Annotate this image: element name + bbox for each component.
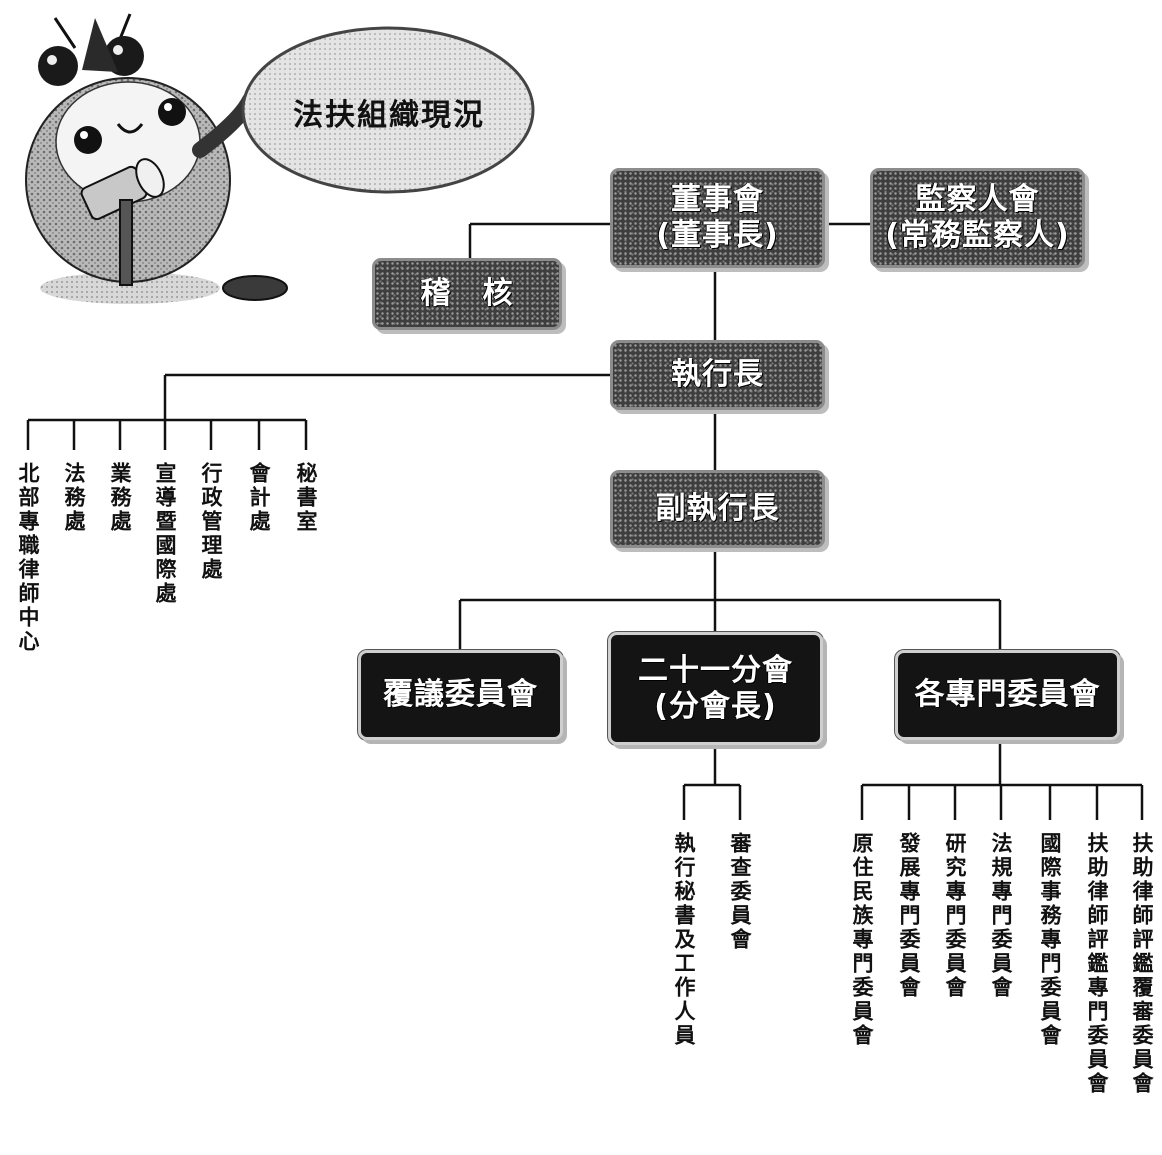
branches-box: 二十一分會 (分會長) bbox=[608, 632, 823, 745]
board-chair-label: (董事長) bbox=[656, 218, 779, 253]
title-bubble bbox=[241, 26, 535, 194]
deputy-ceo-box: 副執行長 bbox=[610, 470, 825, 548]
supervisors-standing-label: (常務監察人) bbox=[885, 218, 1070, 253]
review-committee-box: 覆議委員會 bbox=[358, 650, 563, 740]
coin bbox=[222, 275, 288, 301]
committee-unit-research: 研究專門委員會 bbox=[943, 832, 967, 1000]
committee-unit-evaluation-review: 扶助律師評鑑覆審委員會 bbox=[1130, 832, 1154, 1096]
branch-unit-secretary-staff: 執行秘書及工作人員 bbox=[672, 832, 696, 1048]
committee-unit-international-affairs: 國際事務專門委員會 bbox=[1038, 832, 1062, 1048]
supervisors-label: 監察人會 bbox=[915, 182, 1040, 217]
mascot-shadow bbox=[40, 272, 220, 304]
branches-label: 二十一分會 bbox=[638, 652, 793, 688]
mascot-mouth bbox=[116, 123, 144, 134]
audit-box: 稽 核 bbox=[372, 258, 562, 330]
antenna-ball-left bbox=[38, 46, 78, 86]
ceo-unit-business: 業務處 bbox=[108, 462, 132, 534]
ceo-unit-promotion-international: 宣導暨國際處 bbox=[153, 462, 177, 606]
committee-unit-development: 發展專門委員會 bbox=[897, 832, 921, 1000]
gavel-icon bbox=[80, 158, 165, 286]
committee-unit-regulations: 法規專門委員會 bbox=[989, 832, 1013, 1000]
branches-head-label: (分會長) bbox=[654, 688, 777, 724]
branch-unit-review-committee: 審查委員會 bbox=[728, 832, 752, 952]
supervisors-box: 監察人會 (常務監察人) bbox=[870, 168, 1085, 268]
ceo-unit-secretariat: 秘書室 bbox=[294, 462, 318, 534]
mascot-illustration bbox=[25, 13, 288, 304]
committee-unit-lawyer-evaluation: 扶助律師評鑑專門委員會 bbox=[1085, 832, 1109, 1096]
ceo-label: 執行長 bbox=[671, 357, 764, 392]
board-box: 董事會 (董事長) bbox=[610, 168, 825, 268]
committees-label: 各專門委員會 bbox=[914, 677, 1101, 712]
ceo-unit-accounting: 會計處 bbox=[247, 462, 271, 534]
deputy-ceo-label: 副執行長 bbox=[655, 491, 780, 526]
chart-title: 法扶組織現況 bbox=[293, 98, 485, 133]
board-label: 董事會 bbox=[671, 182, 764, 217]
ceo-unit-legal-affairs: 法務處 bbox=[62, 462, 86, 534]
review-committee-label: 覆議委員會 bbox=[383, 677, 538, 712]
ceo-box: 執行長 bbox=[610, 340, 825, 410]
ceo-unit-northern-lawyer-center: 北部專職律師中心 bbox=[16, 462, 40, 654]
audit-label: 稽 核 bbox=[420, 276, 514, 311]
ceo-unit-administration: 行政管理處 bbox=[199, 462, 223, 582]
mascot-hat bbox=[82, 18, 118, 72]
committee-unit-indigenous: 原住民族專門委員會 bbox=[850, 832, 874, 1048]
committees-box: 各專門委員會 bbox=[895, 650, 1120, 740]
